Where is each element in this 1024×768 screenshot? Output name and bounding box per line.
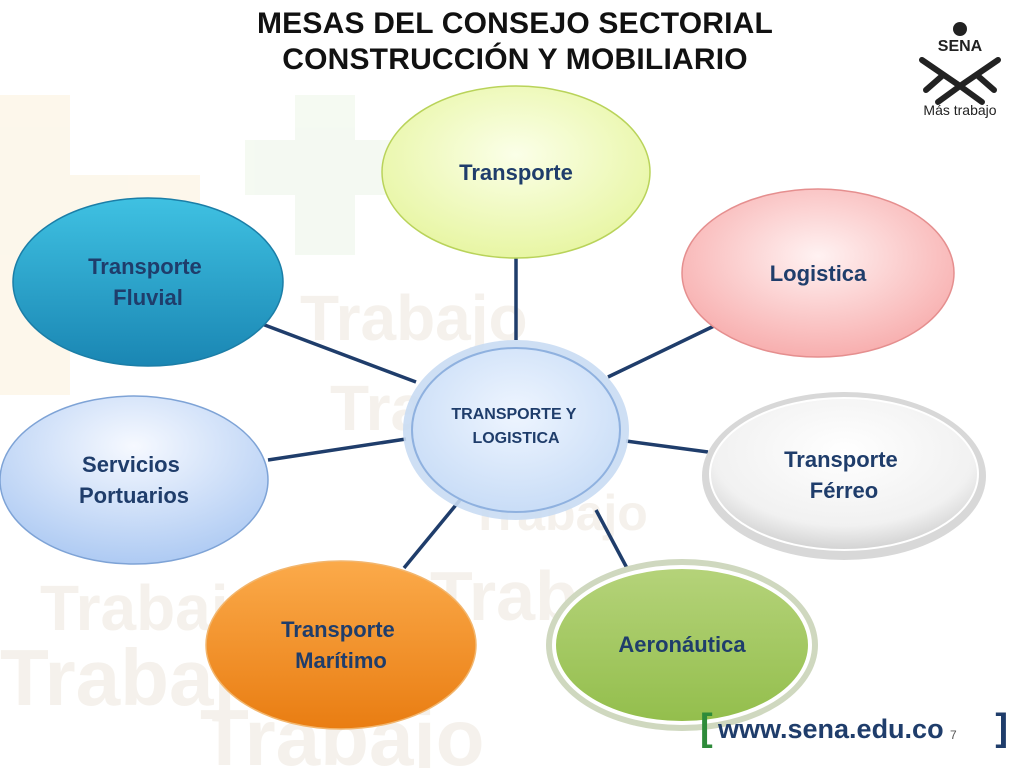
sena-logo-wordmark: SENA bbox=[938, 38, 983, 55]
svg-text:Logistica: Logistica bbox=[770, 261, 867, 286]
connector-transporte-maritimo bbox=[402, 498, 462, 570]
svg-text:Transporte Férreo: Transporte Férreo bbox=[784, 447, 904, 503]
hub-center: TRANSPORTE Y LOGISTICA bbox=[403, 340, 629, 520]
node-transporte-fluvial-line-2: Fluvial bbox=[113, 285, 183, 310]
footer-url-bracket-left: [ bbox=[700, 707, 713, 749]
footer-url-bracket-right: ] bbox=[995, 707, 1008, 749]
node-transporte-ferreo-line-1: Transporte bbox=[784, 447, 898, 472]
watermark-cross-right bbox=[245, 95, 405, 255]
node-transporte-ferreo-line-2: Férreo bbox=[810, 478, 878, 503]
watermark-text-1: Trabajo bbox=[300, 282, 528, 354]
node-transporte-maritimo: Transporte Marítimo bbox=[205, 560, 477, 730]
node-transporte-label: Transporte bbox=[459, 160, 573, 185]
svg-text:Transporte: Transporte bbox=[459, 160, 573, 185]
node-servicios-portuarios-line-1: Servicios bbox=[82, 452, 180, 477]
slide-title: MESAS DEL CONSEJO SECTORIAL CONSTRUCCIÓN… bbox=[140, 6, 890, 78]
svg-text:Aeronáutica: Aeronáutica bbox=[618, 632, 746, 657]
node-servicios-portuarios: Servicios Portuarios bbox=[0, 395, 269, 565]
node-transporte-maritimo-line-2: Marítimo bbox=[295, 648, 387, 673]
footer-url-text: www.sena.edu.co bbox=[718, 714, 944, 744]
node-transporte: Transporte bbox=[381, 85, 651, 259]
connectors bbox=[261, 258, 715, 571]
hub-center-line-1: TRANSPORTE Y bbox=[451, 406, 576, 423]
slide-title-line-1: MESAS DEL CONSEJO SECTORIAL bbox=[256, 7, 774, 40]
svg-text:Transporte Marítimo: Transporte Marítimo bbox=[281, 617, 401, 673]
connector-transporte-fluvial bbox=[261, 322, 417, 384]
node-aeronautica: Aeronáutica bbox=[546, 559, 818, 731]
node-transporte-fluvial: Transporte Fluvial bbox=[12, 197, 284, 367]
node-servicios-portuarios-line-2: Portuarios bbox=[79, 483, 189, 508]
sena-logo-head-icon bbox=[953, 22, 967, 36]
footer-url[interactable]: [ www.sena.edu.co ] bbox=[700, 708, 1016, 752]
slide-title-line-2: CONSTRUCCIÓN Y MOBILIARIO bbox=[282, 43, 748, 76]
svg-text:Transporte Fluvial: Transporte Fluvial bbox=[88, 254, 208, 310]
svg-text:TRANSPORTE Y LOGISTICA: TRANSPORTE Y LOGISTICA bbox=[451, 406, 580, 447]
node-aeronautica-label: Aeronáutica bbox=[618, 632, 746, 657]
connector-logistica bbox=[607, 324, 715, 379]
hub-center-line-2: LOGISTICA bbox=[472, 430, 560, 447]
sena-logo-tagline: Más trabajo bbox=[923, 102, 997, 118]
connector-servicios-portuarios bbox=[267, 437, 407, 462]
node-transporte-ferreo: Transporte Férreo bbox=[702, 392, 986, 560]
node-transporte-maritimo-line-1: Transporte bbox=[281, 617, 395, 642]
connector-transporte-ferreo bbox=[625, 439, 709, 454]
page-number: 7 bbox=[950, 728, 957, 742]
connector-aeronautica bbox=[594, 509, 630, 571]
node-logistica: Logistica bbox=[681, 188, 955, 358]
node-logistica-label: Logistica bbox=[770, 261, 867, 286]
node-transporte-fluvial-line-1: Transporte bbox=[88, 254, 202, 279]
svg-text:Servicios Portuarios: Servicios Portuarios bbox=[79, 452, 189, 508]
sena-logo-figure-icon bbox=[919, 57, 1001, 105]
sena-logo: SENA bbox=[919, 22, 1001, 105]
